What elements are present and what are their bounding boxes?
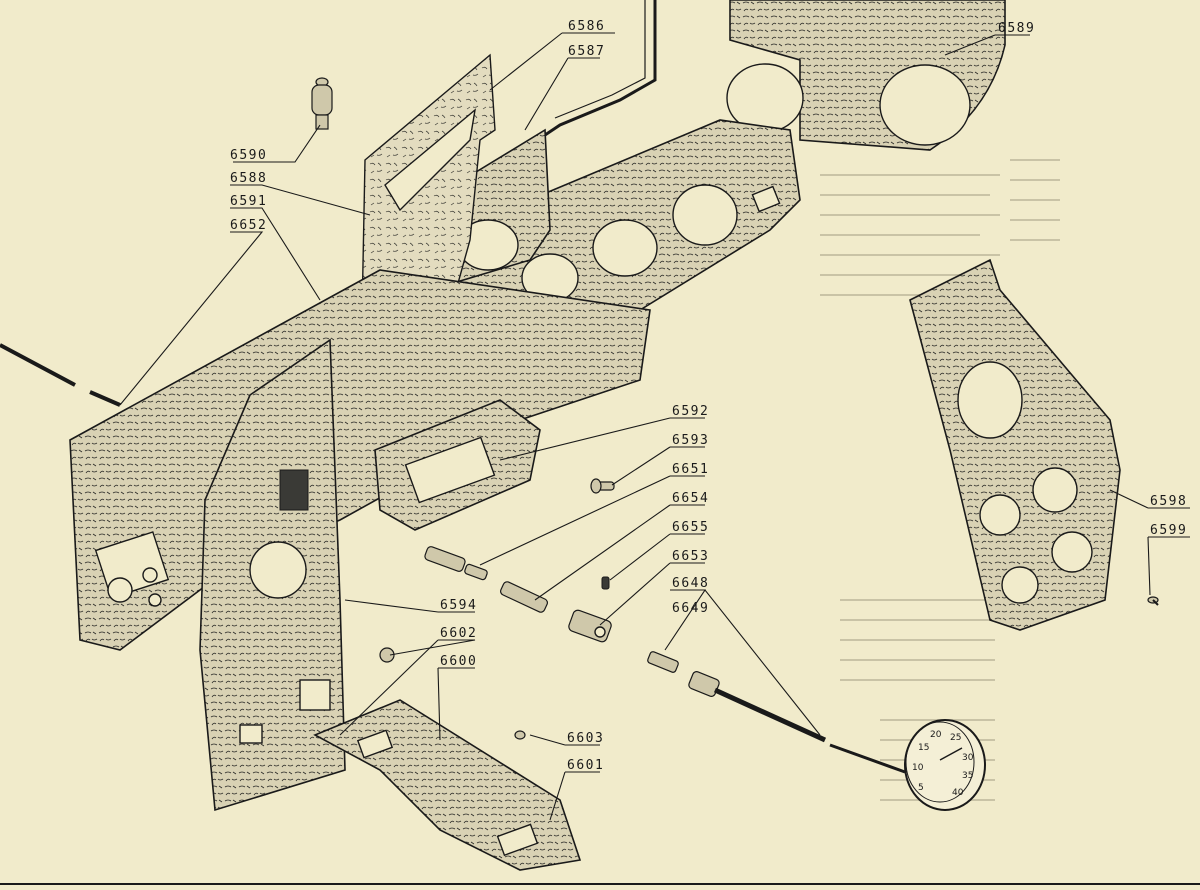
label-6603: 6603 xyxy=(567,731,604,746)
screw-6602 xyxy=(379,647,395,663)
dial-tick-30: 30 xyxy=(962,753,974,763)
label-6588: 6588 xyxy=(230,171,267,186)
control-rod-left xyxy=(0,343,121,407)
label-6586: 6586 xyxy=(568,19,605,34)
screw-6603 xyxy=(514,730,526,740)
label-6652: 6652 xyxy=(230,218,267,233)
label-6591: 6591 xyxy=(230,194,267,209)
label-6587: 6587 xyxy=(568,44,605,59)
mount-6590 xyxy=(311,77,333,130)
fitting-6654 xyxy=(500,581,548,613)
label-6598: 6598 xyxy=(1150,494,1187,509)
pin-6655 xyxy=(601,576,610,590)
plate-6589 xyxy=(726,0,1006,151)
fitting-6651 xyxy=(424,546,488,581)
label-6593: 6593 xyxy=(672,433,709,448)
label-6649: 6649 xyxy=(672,601,709,616)
leader-lines xyxy=(119,32,1190,821)
label-6653: 6653 xyxy=(672,549,709,564)
dial-tick-10: 10 xyxy=(912,763,924,773)
speedometer-dial-numbers: 5 10 15 20 25 30 35 40 xyxy=(912,730,974,798)
label-6592: 6592 xyxy=(672,404,709,419)
label-6651: 6651 xyxy=(672,462,709,477)
label-6648: 6648 xyxy=(672,576,709,591)
bracket-6600 xyxy=(313,699,582,871)
label-6600: 6600 xyxy=(440,654,477,669)
dial-tick-20: 20 xyxy=(930,730,942,740)
dial-tick-15: 15 xyxy=(918,743,929,753)
nut-6653 xyxy=(568,609,612,643)
plate-6594 xyxy=(199,338,346,812)
tray-6592 xyxy=(374,399,541,531)
speedometer-gauge xyxy=(904,719,986,811)
label-6599: 6599 xyxy=(1150,523,1187,538)
label-6601: 6601 xyxy=(567,758,604,773)
label-6602: 6602 xyxy=(440,626,477,641)
label-6589: 6589 xyxy=(998,21,1035,36)
label-6655: 6655 xyxy=(672,520,709,535)
dial-tick-5: 5 xyxy=(918,783,924,793)
dial-tick-40: 40 xyxy=(952,788,964,798)
dial-tick-25: 25 xyxy=(950,733,961,743)
label-6654: 6654 xyxy=(672,491,709,506)
plate-6598 xyxy=(909,258,1121,631)
label-6590: 6590 xyxy=(230,148,267,163)
panel-6591 xyxy=(69,269,651,651)
label-6594: 6594 xyxy=(440,598,477,613)
speedometer-cable xyxy=(647,651,906,774)
screw-6593 xyxy=(590,478,615,494)
part-labels: 6586 6587 6589 6590 6588 6591 6652 6592 … xyxy=(230,19,1187,773)
dial-tick-35: 35 xyxy=(962,771,973,781)
screw-6599 xyxy=(1147,596,1159,606)
